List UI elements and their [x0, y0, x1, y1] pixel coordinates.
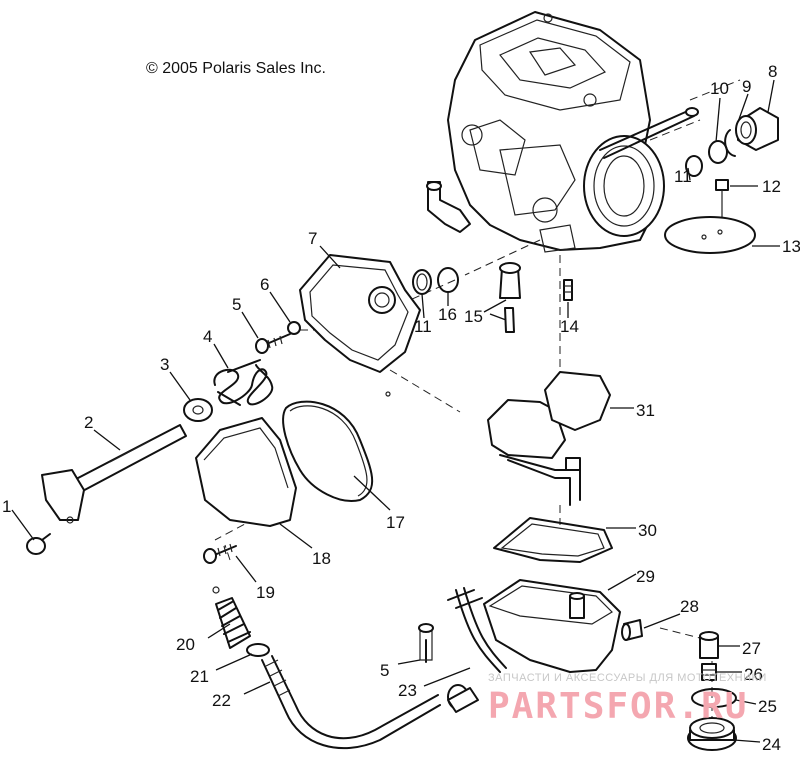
- callout-1: 1: [2, 497, 11, 516]
- callout-31: 31: [636, 401, 655, 420]
- spring-20: [212, 586, 251, 649]
- carburetor-body: [426, 11, 699, 253]
- seal-ring-11-upper: [412, 269, 432, 295]
- cap-27: [699, 631, 719, 659]
- callout-labels: 1 2 3 4 5 6 7 8 9 10 11 12 13 14 15 16 1…: [2, 62, 800, 754]
- spring-4: [213, 359, 274, 406]
- callout-11-right: 11: [674, 167, 692, 186]
- o-ring-17: [282, 400, 374, 502]
- float-31: [487, 371, 611, 506]
- callout-2: 2: [84, 413, 93, 432]
- callout-5-lower: 5: [380, 661, 389, 680]
- callout-14: 14: [560, 317, 579, 336]
- callout-13: 13: [782, 237, 800, 256]
- callout-12: 12: [762, 177, 781, 196]
- callout-18: 18: [312, 549, 331, 568]
- throttle-parts-right: [664, 107, 779, 254]
- leader-lines: [11, 79, 780, 743]
- cable-22: [261, 655, 479, 750]
- callout-20: 20: [176, 635, 195, 654]
- washer-3: [183, 398, 213, 422]
- needle-valve-15: [499, 262, 521, 333]
- copyright-notice: © 2005 Polaris Sales Inc.: [146, 60, 326, 77]
- plug-28: [621, 619, 643, 641]
- callout-25: 25: [758, 697, 777, 716]
- callout-23: 23: [398, 681, 417, 700]
- callout-11: 11: [414, 317, 432, 336]
- screw-19: [203, 543, 237, 564]
- callout-26: 26: [744, 665, 763, 684]
- callout-29: 29: [636, 567, 655, 586]
- callout-30: 30: [638, 521, 657, 540]
- shaft-2: [41, 424, 187, 524]
- float-chamber-cover: [299, 254, 421, 397]
- callout-17: 17: [386, 513, 405, 532]
- callout-8: 8: [768, 62, 777, 81]
- callout-16: 16: [438, 305, 457, 324]
- callout-19: 19: [256, 583, 275, 602]
- callout-7: 7: [308, 229, 317, 248]
- screw-5-upper: [255, 333, 291, 354]
- callout-4: 4: [203, 327, 212, 346]
- jet-14: [563, 279, 573, 301]
- callout-24: 24: [762, 735, 781, 754]
- callout-3: 3: [160, 355, 169, 374]
- o-ring-25: [691, 688, 737, 708]
- callout-10: 10: [710, 79, 729, 98]
- fitting-26: [701, 663, 717, 681]
- screw-5-lower: [418, 623, 434, 663]
- callout-6: 6: [260, 275, 269, 294]
- gasket-30: [493, 517, 613, 563]
- callout-28: 28: [680, 597, 699, 616]
- watermark-logo: PARTSFOR.RU: [488, 686, 749, 727]
- callout-27: 27: [742, 639, 761, 658]
- callout-22: 22: [212, 691, 231, 710]
- callout-5-upper: 5: [232, 295, 241, 314]
- cover-18: [195, 417, 297, 527]
- washer-21: [246, 643, 270, 657]
- callout-15: 15: [464, 307, 483, 326]
- watermark-subtitle: ЗАПЧАСТИ И АКСЕССУАРЫ ДЛЯ МОТОТЕХНИКИ: [488, 672, 767, 684]
- callout-21: 21: [190, 667, 209, 686]
- screw-1: [26, 533, 51, 555]
- screw-6: [287, 321, 301, 335]
- tube-23: [447, 587, 507, 673]
- float-bowl-29: [483, 579, 621, 673]
- callout-9: 9: [742, 77, 751, 96]
